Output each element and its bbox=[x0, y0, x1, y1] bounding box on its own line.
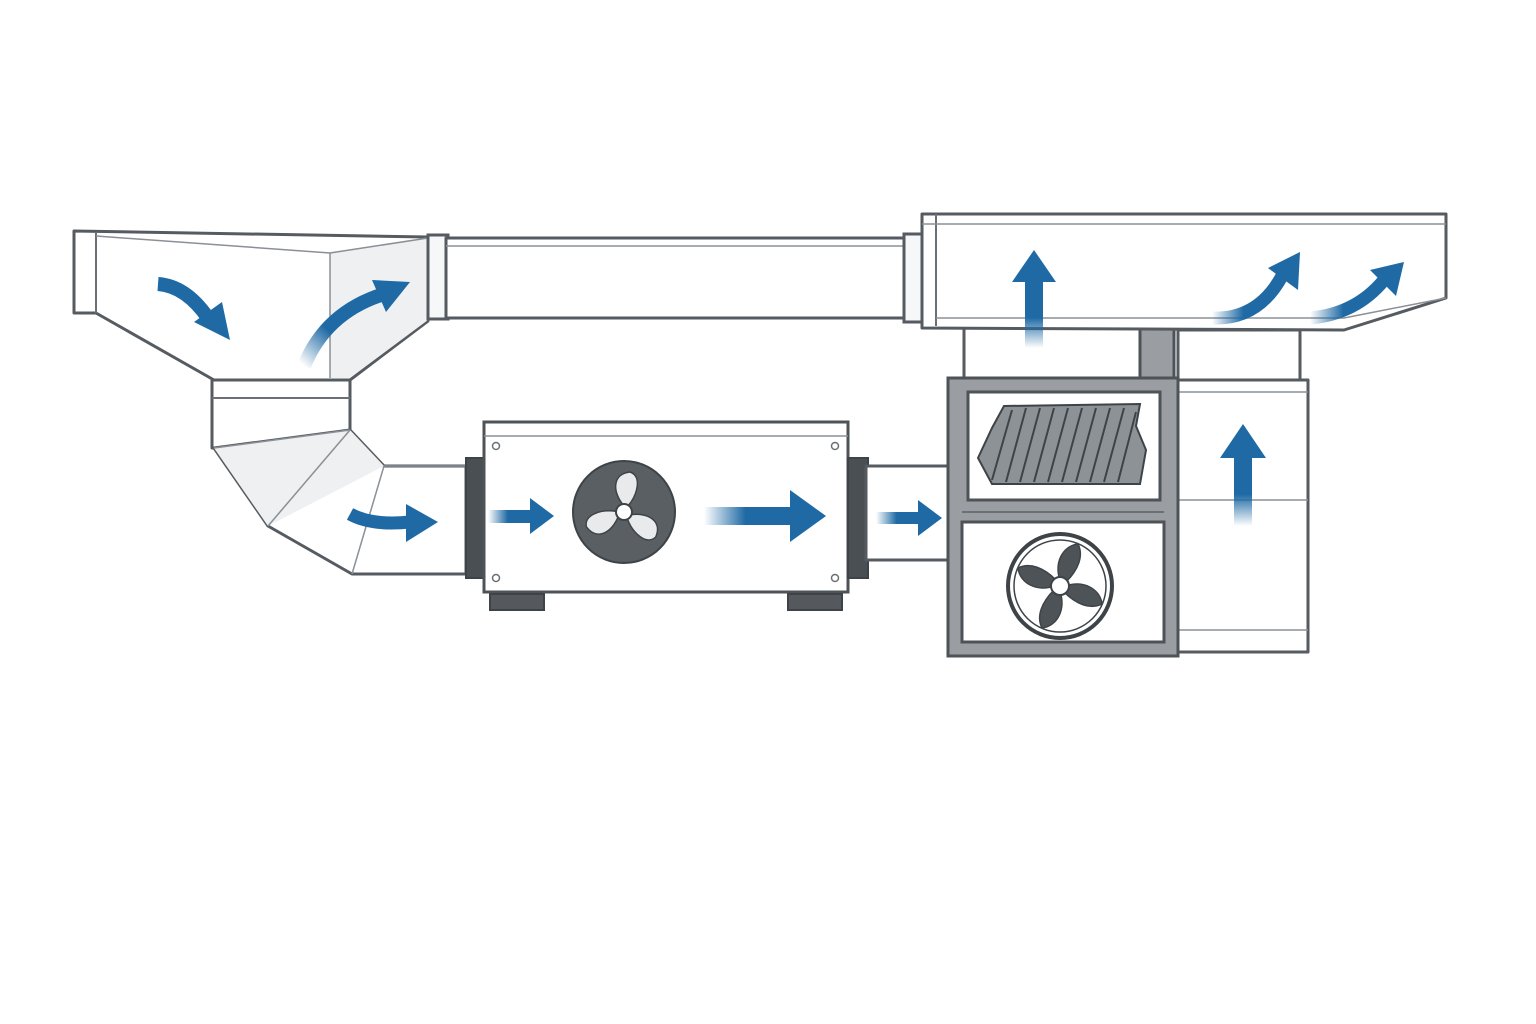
fan-icon bbox=[572, 460, 676, 564]
airflow-arrow-icon bbox=[346, 504, 438, 542]
elbow-duct bbox=[210, 378, 468, 576]
airflow-arrow-icon bbox=[1012, 250, 1056, 348]
blower-fan-icon bbox=[1006, 532, 1114, 640]
return-air-plenum bbox=[72, 229, 430, 382]
airflow-arrow-icon bbox=[488, 498, 554, 534]
airflow-arrow-icon bbox=[1220, 424, 1266, 526]
air-handler bbox=[946, 326, 1180, 658]
top-return-duct bbox=[444, 232, 928, 324]
airflow-arrows bbox=[157, 250, 1404, 542]
cooling-coil-icon bbox=[976, 402, 1148, 485]
airflow-arrow-icon bbox=[1211, 252, 1300, 325]
airflow-arrow-icon bbox=[704, 490, 826, 542]
mount-foot-right bbox=[787, 593, 843, 611]
air-handler-frame bbox=[1138, 326, 1176, 380]
airflow-arrow-icon bbox=[157, 277, 230, 340]
airflow-arrow-icon bbox=[1309, 262, 1404, 325]
mount-foot-left bbox=[489, 593, 545, 611]
airflow-arrow-icon bbox=[876, 500, 942, 536]
supply-plenum bbox=[920, 212, 1448, 332]
airflow-arrow-icon bbox=[297, 280, 410, 369]
